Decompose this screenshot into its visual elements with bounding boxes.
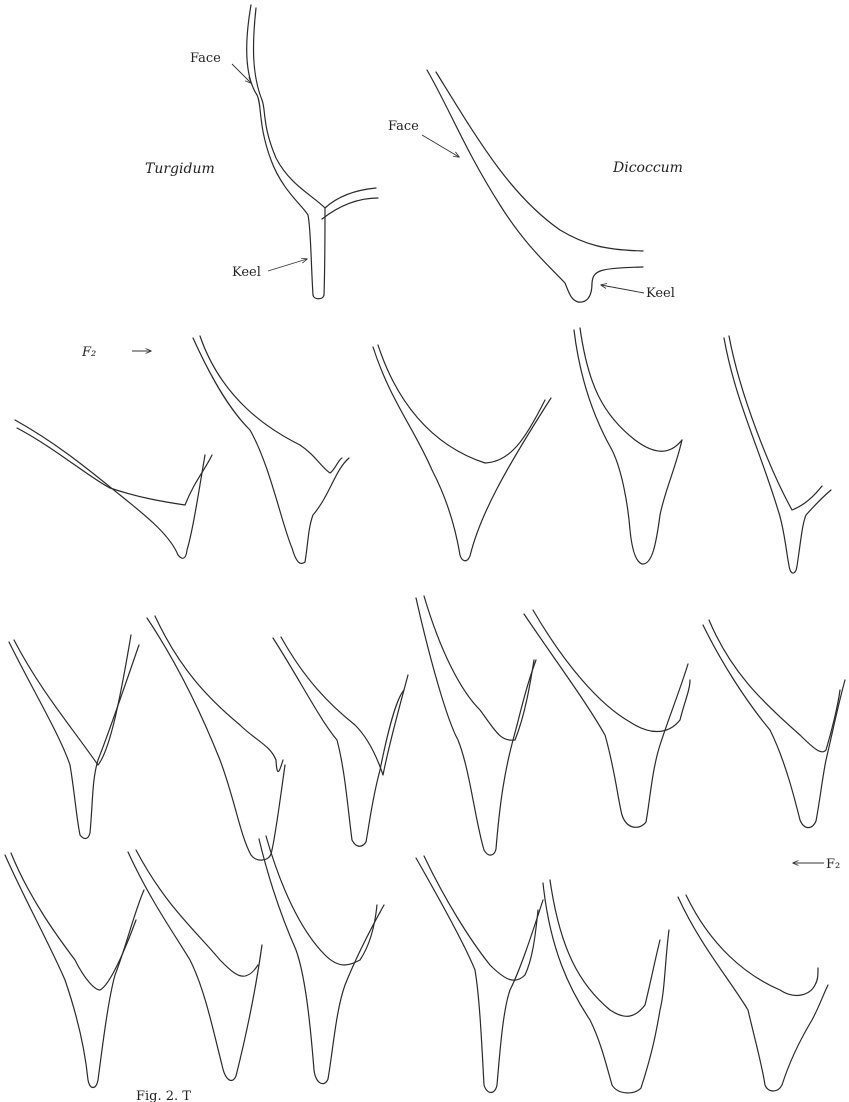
f2-outline-r4-6 [678, 895, 828, 1091]
turgidum-parent-outline [247, 5, 378, 299]
f2-outline-r3-4 [416, 596, 536, 855]
f2-outline-r4-4 [416, 856, 543, 1093]
f2-row-marker-label: F₂ [81, 345, 96, 360]
turgidum-face-label: Face [190, 51, 221, 66]
dicoccum-keel-label: Keel [646, 286, 675, 301]
dicoccum-label: Dicoccum [612, 160, 683, 176]
dicoccum-face-label: Face [388, 119, 419, 134]
f2-outline-r4-5 [543, 880, 669, 1093]
f2-side-marker-label: F₂ [826, 857, 840, 872]
f2-outline-r2-3 [373, 345, 551, 561]
f2-outline-r3-2 [147, 616, 285, 860]
dicoccum-parent-outline [427, 70, 643, 302]
f2-outline-r2-5 [724, 336, 831, 573]
turgidum-label: Turgidum [145, 161, 215, 177]
f2-outline-r4-1 [5, 853, 144, 1088]
f2-outline-r3-5 [524, 610, 690, 827]
figure-caption: Fig. 2. T [136, 1089, 191, 1102]
f2-outline-r2-2 [193, 336, 349, 563]
turgidum-keel-label: Keel [232, 265, 261, 280]
f2-outline-r2-4 [574, 328, 682, 564]
f2-outline-r3-6 [703, 620, 845, 828]
f2-outline-r3-3 [273, 637, 408, 846]
f2-outline-r4-2 [128, 850, 262, 1080]
dicoccum-keel-arrow [601, 285, 644, 293]
f2-outline-r3-1 [9, 635, 139, 839]
f2-outline-r2-1 [15, 420, 212, 558]
turgidum-keel-arrow [268, 259, 307, 271]
f2-outline-r4-3 [259, 836, 384, 1084]
dicoccum-face-arrow [422, 135, 459, 157]
